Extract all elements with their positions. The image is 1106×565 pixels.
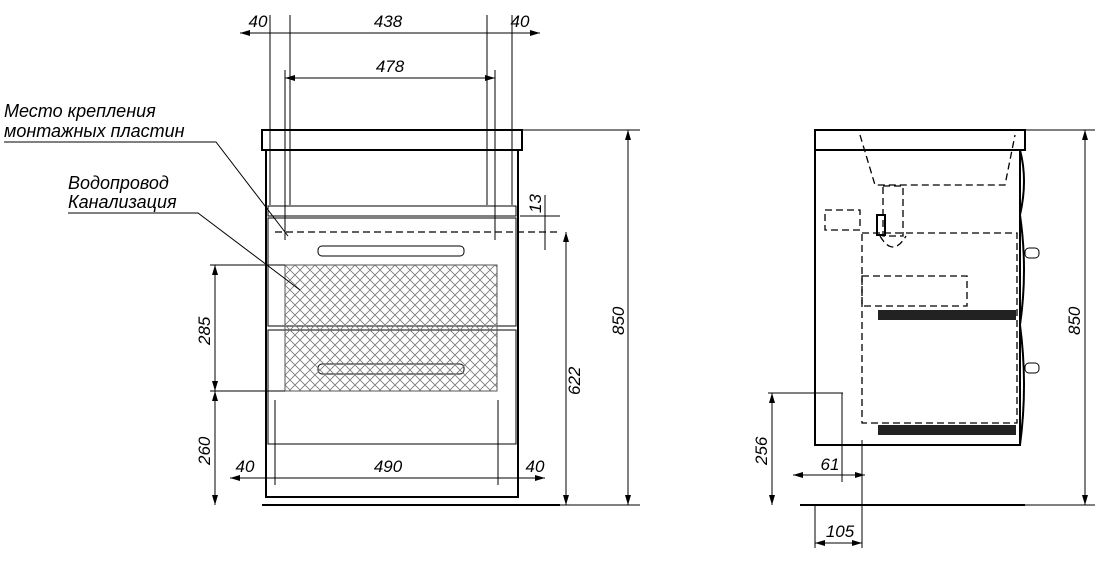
dim-top-left: 40 [249,12,268,31]
dim-inner-width: 478 [376,57,405,76]
dim-zone-bottom: 260 [195,436,214,466]
leader-pipes [68,212,301,291]
front-view: 40 438 40 478 13 285 260 622 850 40 490 … [4,12,640,506]
dim-zone-height: 285 [195,316,214,346]
siphon [882,185,904,237]
drawer-runner-top [878,310,1016,320]
countertop [261,129,523,151]
side-body [814,130,1021,446]
dim-bottom-mid: 490 [374,457,403,476]
leader-mounting [4,141,289,237]
basin-outline [859,134,1016,186]
drawer-top-outline [861,232,1018,424]
top-handle [317,245,465,257]
side-view: 850 256 61 105 [752,129,1095,548]
drawer-runner-bottom [878,425,1016,435]
knob-bottom [1024,362,1040,374]
side-dim-total-height: 850 [1065,306,1084,335]
knob-top [1024,247,1040,259]
label-sewer: Канализация [68,192,177,212]
dim-top-right: 40 [511,12,530,31]
label-mounting-1: Место крепления [4,101,156,121]
side-fronts [1018,149,1025,446]
side-dim-105: 105 [826,522,855,541]
upper-rail [267,205,517,217]
dim-bottom-right: 40 [526,457,545,476]
dim-top-mid: 438 [374,12,403,31]
dim-total-height: 850 [609,306,628,335]
dim-outlet-height: 622 [565,366,584,395]
dim-bottom-left: 40 [236,457,255,476]
mounting-zone-hatch [284,264,498,392]
dim-gap: 13 [526,194,545,213]
label-mounting-2: монтажных пластин [4,121,185,141]
side-countertop [814,129,1026,151]
side-dim-pipe-height: 256 [752,436,771,466]
side-dim-61: 61 [821,455,840,474]
label-water: Водопровод [68,173,169,193]
